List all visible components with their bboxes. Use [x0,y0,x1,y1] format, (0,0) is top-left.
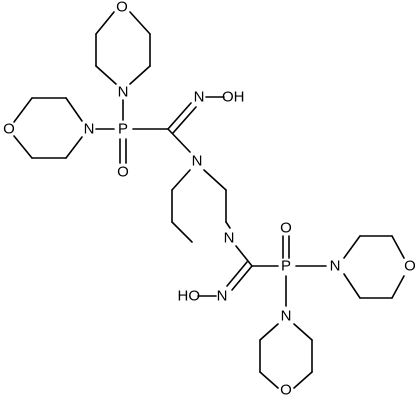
bond-c-npip-top [167,128,191,153]
atom-n-right-morpholine: N [330,258,341,275]
piperazine-ring [171,169,231,243]
atom-o-bottom-phosphoryl: O [280,220,292,237]
atom-n-piperazine-top: N [192,153,203,170]
bond-c-noxime-bottom-a [231,265,253,291]
atom-ho-bottom: HO [178,288,201,305]
atom-o-bottom-morpholine: O [280,382,292,397]
atom-n-piperazine-bottom: N [224,230,235,247]
atom-n-top-morpholine: N [118,84,129,101]
atom-p-top: P [118,121,128,138]
bond-c-noxime-bottom-b [226,261,248,287]
atom-n-left-morpholine: N [84,121,95,138]
atom-o-top-phosphoryl: O [117,164,129,181]
atom-n-bottom-morpholine: N [281,308,292,325]
atom-o-top-morpholine: O [116,0,128,16]
atom-o-left-morpholine: O [3,121,15,138]
atom-oh-top: OH [222,89,245,106]
bond-npip-bottom-c [235,245,253,267]
bond-c-noxime-top-a [167,102,192,130]
bond-c-noxime-top-b [172,106,197,134]
atom-p-bottom: P [281,258,291,275]
atom-n-oxime-top: N [194,89,205,106]
top-morpholine-ring [95,11,151,85]
atom-n-oxime-bottom: N [217,288,228,305]
right-morpholine-ring [343,235,405,299]
bottom-morpholine-ring [259,323,313,389]
atom-o-right-morpholine: O [404,258,416,275]
left-morpholine-ring [13,97,83,159]
